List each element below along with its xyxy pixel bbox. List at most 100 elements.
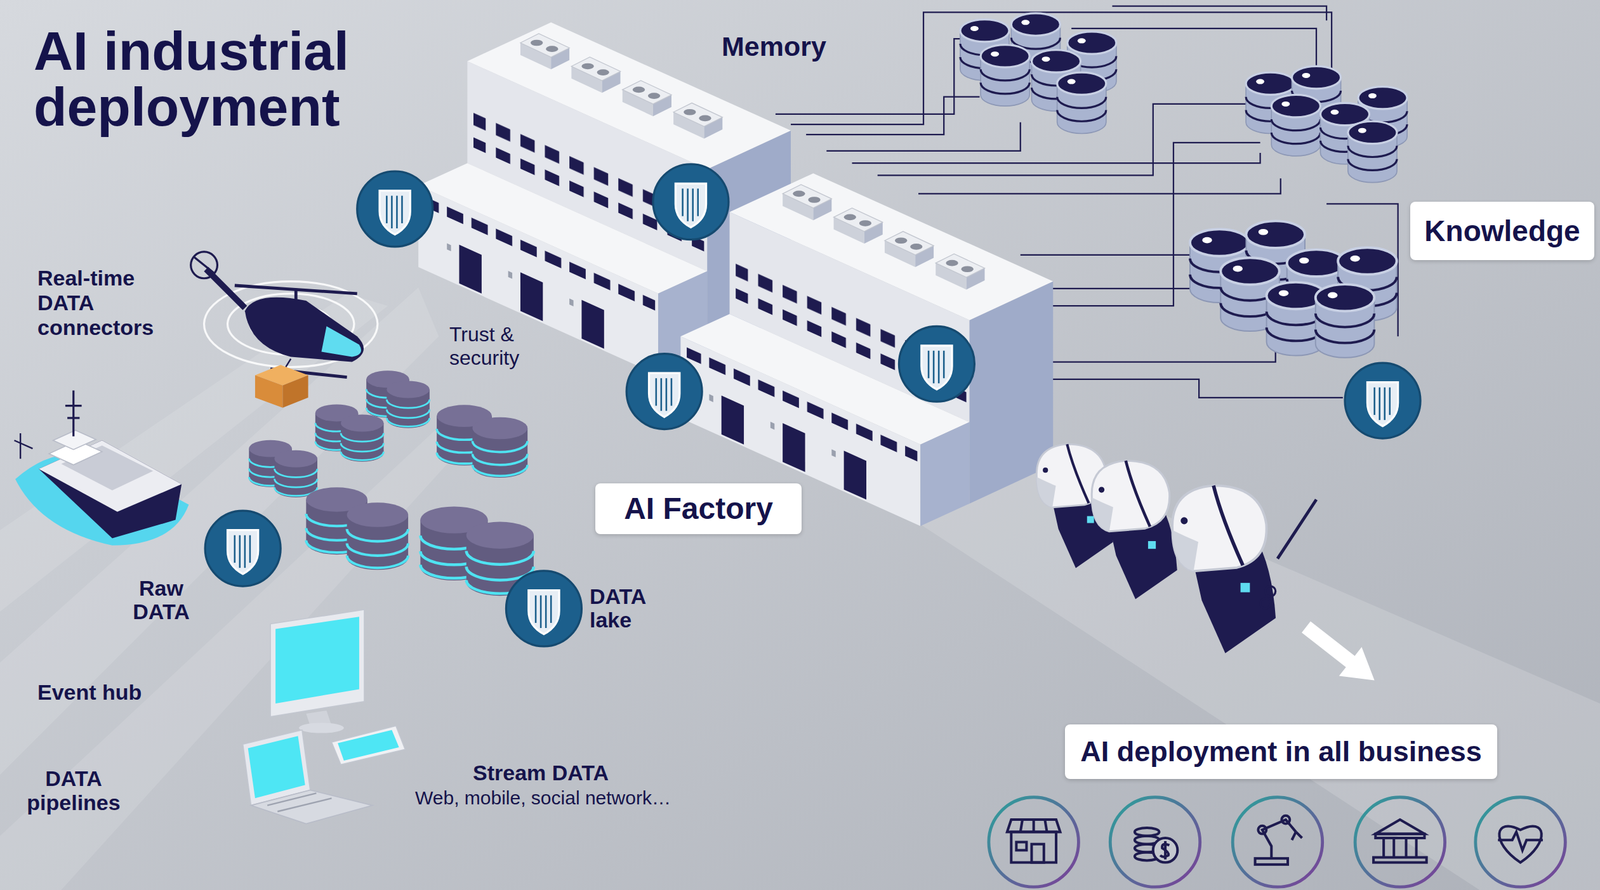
- helicopter-illustration: [321, 326, 362, 357]
- bank-icon: [1415, 838, 1418, 859]
- security-shields: [898, 326, 975, 402]
- devices-illustration: [270, 609, 365, 718]
- wires: [1051, 379, 1343, 398]
- wires: [1051, 346, 1276, 362]
- wires: [851, 152, 1260, 164]
- shop-icon: [1031, 844, 1044, 864]
- data-lake-stacks: [347, 502, 409, 570]
- robots-illustration: [1294, 613, 1386, 696]
- devices-illustration: [251, 790, 373, 825]
- shop-icon: [1011, 832, 1057, 863]
- ship-illustration: [65, 404, 82, 407]
- business-icons: [1475, 797, 1566, 888]
- health-icon: [1497, 832, 1543, 851]
- business-icons: [1355, 797, 1445, 888]
- memory-barrels: [1057, 72, 1107, 134]
- memory-barrels: [980, 45, 1030, 106]
- health-icon: [1497, 826, 1543, 863]
- robots-illustration: [1277, 499, 1317, 559]
- memory-barrels: [1271, 94, 1321, 156]
- devices-illustration: [298, 722, 344, 734]
- coins-icon: [1134, 828, 1178, 864]
- bank-icon: [1375, 834, 1425, 839]
- memory-barrels: [1245, 66, 1408, 183]
- ship-illustration: [72, 390, 75, 437]
- robot-arm-icon: [1281, 816, 1290, 825]
- coins-icon: [1153, 838, 1178, 864]
- wires: [918, 178, 1281, 194]
- bank-icon: [1373, 819, 1427, 863]
- business-icons: [1232, 797, 1323, 888]
- shop-icon: [1007, 819, 1061, 863]
- bank-icon: [1375, 819, 1425, 834]
- wires: [1111, 6, 1327, 21]
- robots-illustration: [1265, 586, 1276, 597]
- security-shields: [204, 510, 281, 587]
- ship-illustration: [19, 433, 21, 459]
- devices-illustration: [275, 616, 360, 704]
- text-label: Raw DATA: [116, 576, 206, 624]
- security-shields: [505, 571, 582, 647]
- bank-icon: [1373, 858, 1427, 864]
- wires: [1020, 254, 1199, 256]
- wires: [1051, 288, 1199, 290]
- security-shields: [653, 164, 729, 240]
- robot-arm-icon: [1257, 826, 1267, 835]
- ship-illustration: [14, 440, 34, 449]
- helicopter-illustration: [282, 375, 308, 408]
- shop-icon: [1032, 819, 1036, 833]
- background: [0, 408, 480, 890]
- helicopter-illustration: [234, 285, 358, 294]
- devices-illustration: [277, 798, 332, 812]
- devices-illustration: [248, 736, 306, 799]
- shop-icon: [1016, 842, 1027, 851]
- box-text: Knowledge: [1424, 212, 1581, 250]
- data-lake-stacks: [472, 417, 528, 478]
- shop-icon: [1020, 819, 1023, 833]
- business-icons: [1110, 797, 1200, 888]
- text-label: Event hub: [37, 679, 142, 706]
- label-box: Knowledge: [1410, 201, 1595, 261]
- robots-illustration: [1172, 485, 1276, 654]
- data-lake-stacks: [386, 380, 430, 428]
- coins-icon: [1134, 828, 1160, 837]
- security-shields: [626, 354, 702, 430]
- label-box: AI deployment in all business: [1064, 724, 1498, 780]
- shop-icon: [1007, 819, 1061, 833]
- memory-barrels: [960, 13, 1117, 134]
- coins-icon: [1163, 841, 1167, 860]
- helicopter-illustration: [193, 257, 214, 274]
- security-shields: [357, 171, 433, 247]
- devices-illustration: [337, 730, 399, 761]
- ship-illustration: [14, 390, 190, 546]
- robot-arm-icon: [1255, 858, 1288, 866]
- data-lake-stacks: [248, 370, 534, 596]
- shop-icon: [1044, 819, 1047, 833]
- diagram-title: AI industrial deployment: [33, 22, 453, 135]
- box-text: AI deployment in all business: [1080, 734, 1482, 770]
- wires: [826, 122, 1020, 152]
- box-text: AI Factory: [623, 489, 774, 529]
- text-label: Trust & security: [449, 323, 539, 371]
- memory-barrels: [1348, 121, 1397, 183]
- helicopter-illustration: [255, 375, 283, 408]
- bank-icon: [1382, 838, 1385, 859]
- text-label: DATA pipelines: [19, 766, 128, 815]
- data-lake-stacks: [274, 450, 318, 498]
- bank-icon: [1405, 838, 1408, 859]
- text-label: DATA lake: [589, 585, 666, 633]
- robots-illustration: [1036, 444, 1386, 695]
- security-shields: [1344, 363, 1421, 439]
- text-label: Real-time DATA connectors: [37, 265, 165, 341]
- data-lake-stacks: [340, 414, 384, 462]
- security-shields: [204, 164, 1421, 647]
- background: [898, 467, 1600, 890]
- robot-arm-icon: [1291, 832, 1296, 841]
- text-label: Stream DATA: [472, 760, 609, 787]
- helicopter-illustration: [191, 251, 218, 279]
- wires: [806, 97, 980, 135]
- robot-arm-icon: [1255, 816, 1303, 866]
- ship-illustration: [38, 440, 182, 512]
